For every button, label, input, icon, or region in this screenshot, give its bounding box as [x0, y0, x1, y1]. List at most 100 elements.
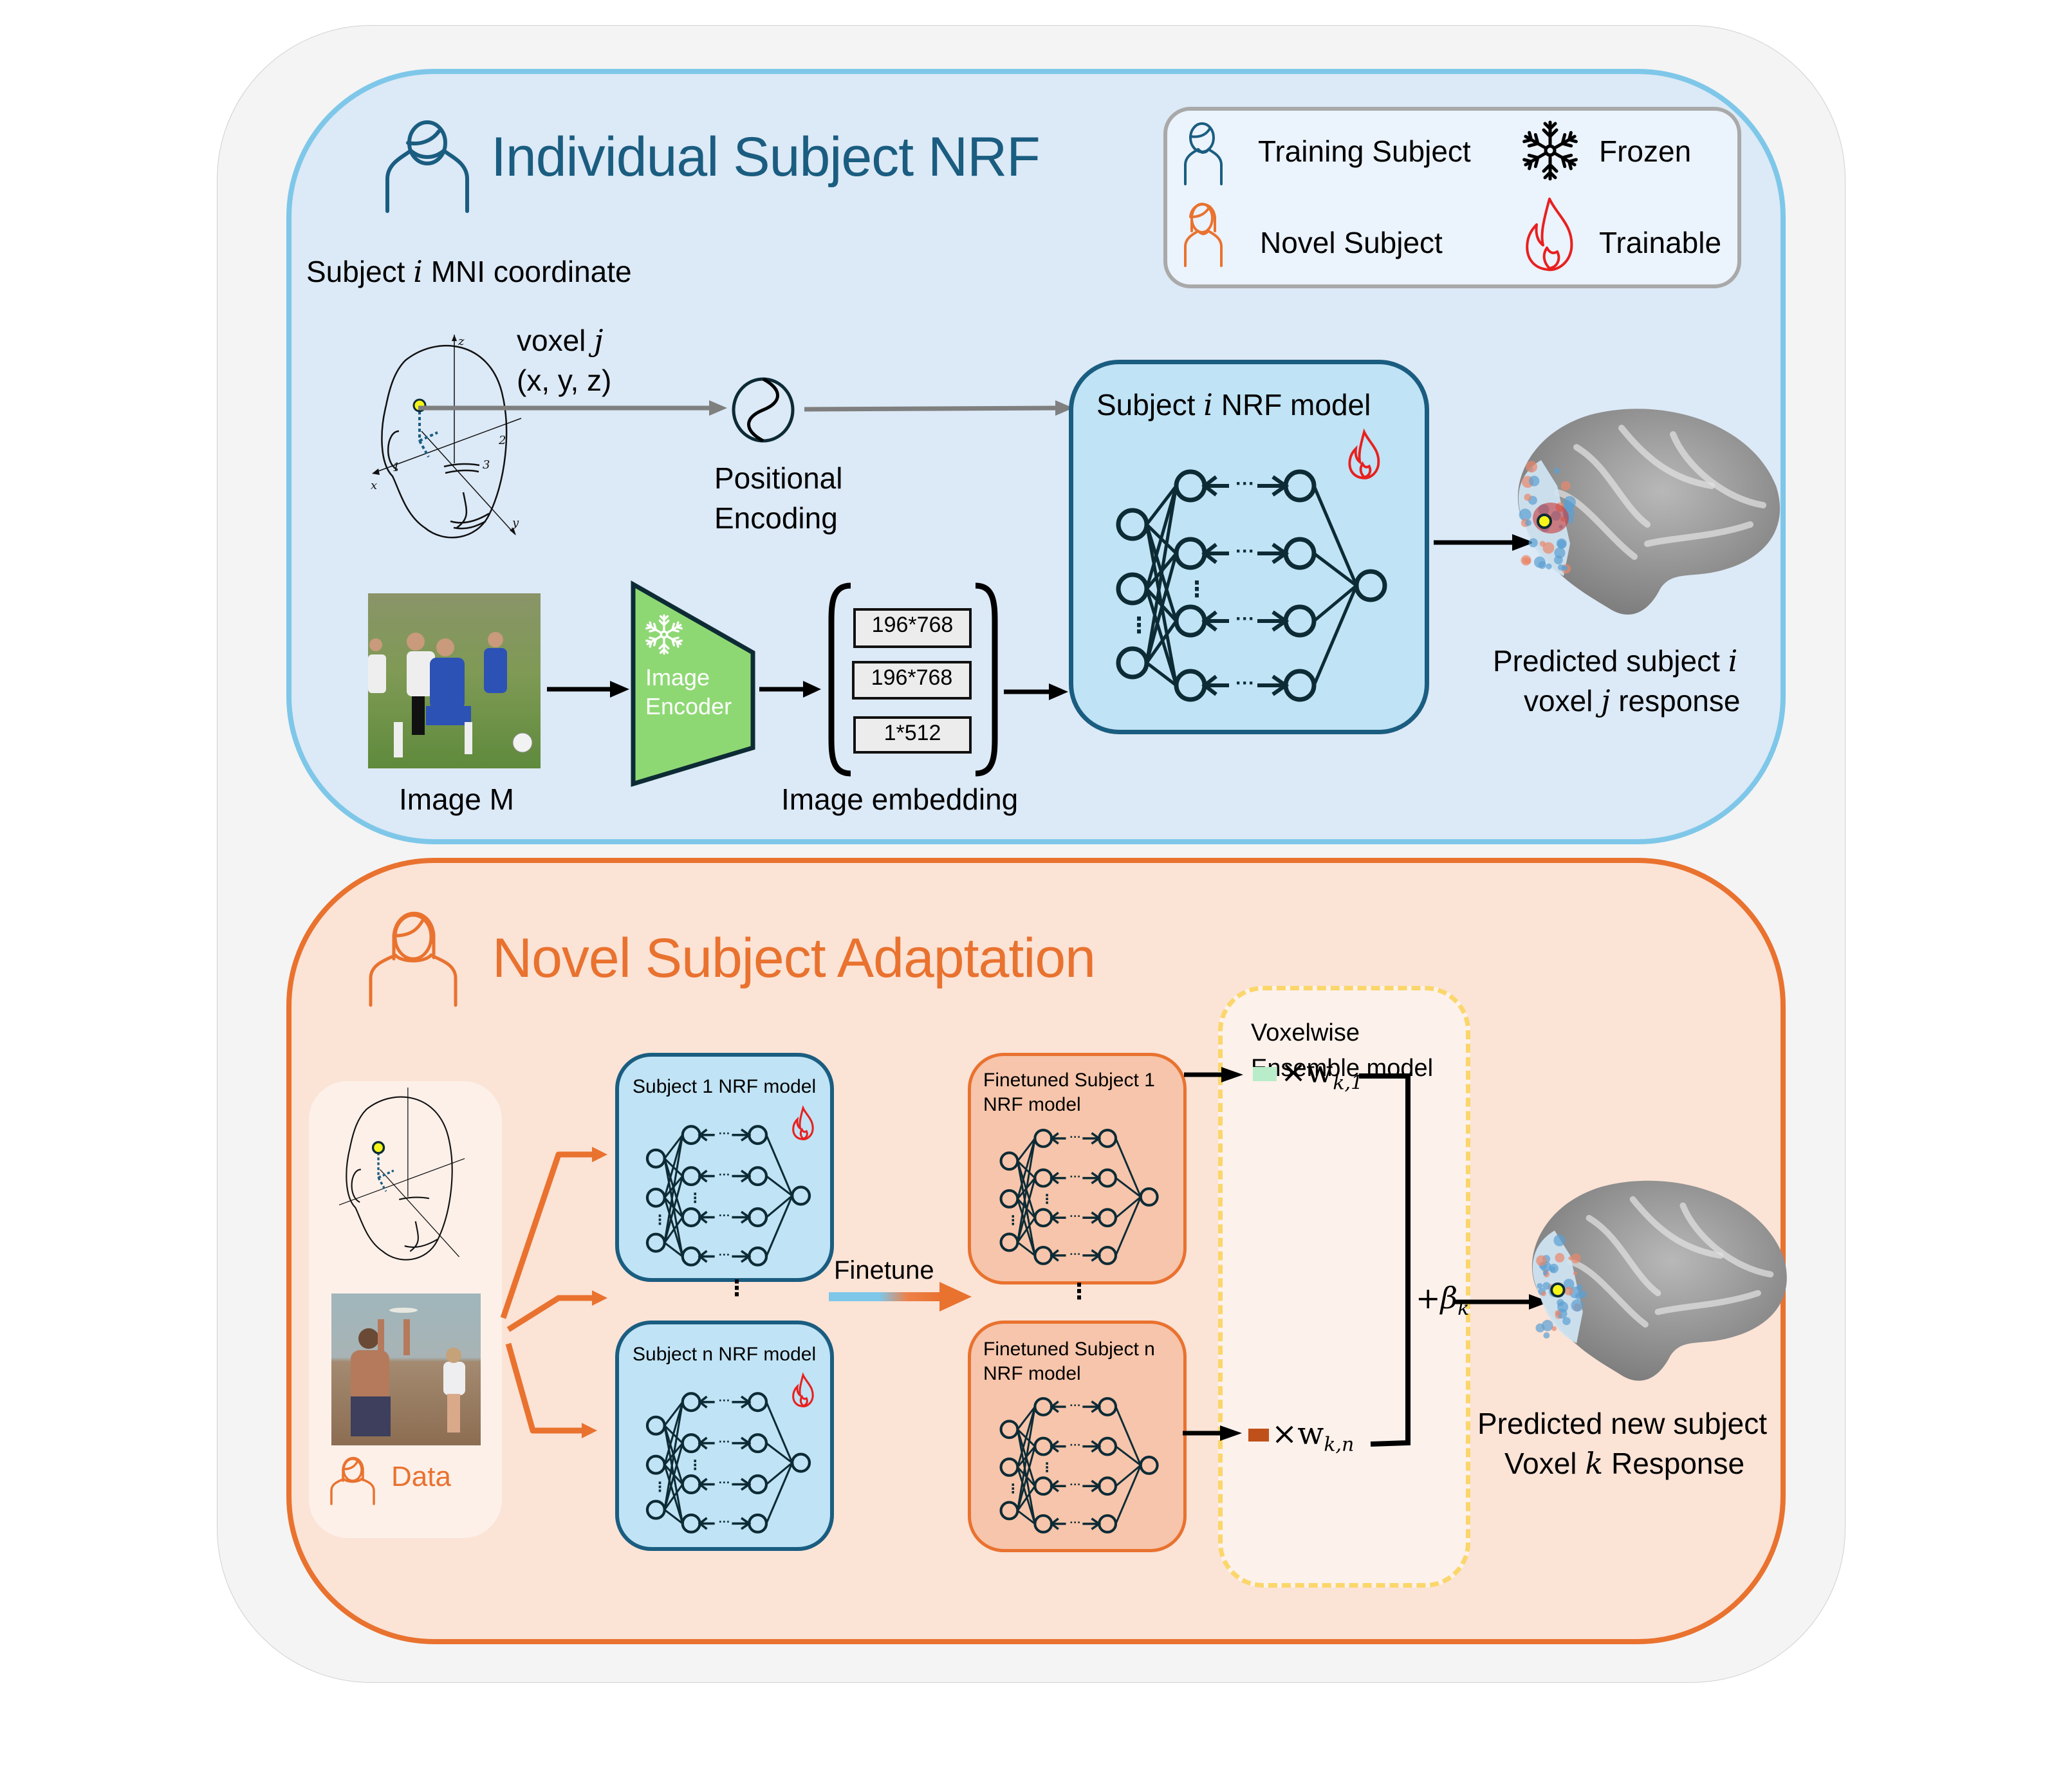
voxel-marker — [1551, 1284, 1564, 1296]
nn-ellipsis: ··· — [719, 1476, 730, 1489]
voxel-coords-label: (x, y, z) — [517, 362, 611, 400]
nn-node — [1099, 1398, 1116, 1415]
brain-activation-blob — [1561, 481, 1571, 491]
image-to-encoder-arrow — [547, 680, 631, 699]
nn-ellipsis: ··· — [1069, 1438, 1081, 1451]
neural-network-diagram: ············⋮⋮ — [1107, 460, 1403, 705]
nn-node — [1001, 1459, 1018, 1476]
nn-node — [1035, 1398, 1051, 1415]
subject-1-neural-network: ············⋮⋮ — [640, 1117, 820, 1271]
image-m-label: Image M — [399, 781, 514, 819]
image-m-photo — [368, 593, 541, 768]
weight-k-n-label: ×wk,n — [1272, 1416, 1354, 1456]
nn-node — [683, 1248, 700, 1265]
nn-vertical-ellipsis: ⋮ — [689, 1191, 702, 1205]
positional-encoding-label-line2: Encoding — [714, 499, 838, 538]
nn-node — [683, 1209, 700, 1226]
nn-ellipsis: ··· — [719, 1393, 730, 1407]
nn-node — [792, 1187, 809, 1205]
nn-node — [1176, 539, 1205, 568]
embedding-box-1: 196*768 — [853, 608, 972, 648]
encoder-to-embedding-arrow — [759, 680, 824, 699]
nn-ellipsis: ··· — [1235, 672, 1255, 694]
nn-node — [1099, 1438, 1116, 1455]
ensemble-sum-bracket — [1351, 1068, 1416, 1454]
positional-encoding-label-line1: Positional — [714, 459, 842, 498]
nn-vertical-ellipsis: ⋮ — [1128, 613, 1150, 638]
nn-node — [1176, 607, 1205, 635]
nn-ellipsis: ··· — [1069, 1170, 1081, 1183]
nn-node — [1099, 1478, 1116, 1494]
axis-z-label: z — [458, 335, 465, 348]
nn-ellipsis: ··· — [719, 1209, 730, 1222]
axis-y-label: y — [512, 516, 519, 530]
embedding-box-2: 196*768 — [852, 661, 972, 700]
data-novel-subject-icon — [329, 1453, 376, 1505]
weight-n-color-square — [1248, 1429, 1269, 1442]
nn-node — [1001, 1191, 1018, 1207]
nn-node — [1099, 1247, 1116, 1264]
positional-encoding-icon — [731, 376, 795, 443]
nn-node — [683, 1476, 700, 1493]
finetuned-subject-n-title: Finetuned Subject nNRF model — [983, 1337, 1155, 1386]
models-ellipsis: ⋮ — [726, 1284, 748, 1293]
brain-activation-blob — [1575, 1293, 1582, 1300]
nn-vertical-ellipsis: ⋮ — [1041, 1461, 1053, 1475]
brain-activation-blob — [1526, 461, 1537, 472]
nn-edge — [766, 1196, 792, 1256]
nn-ellipsis: ··· — [1069, 1478, 1081, 1491]
brain-activation-blob — [1525, 520, 1531, 526]
nn-vertical-ellipsis: ⋮ — [689, 1458, 702, 1472]
brain-activation-blob — [1524, 494, 1531, 501]
brain-surface-prediction — [1480, 396, 1789, 627]
brain-activation-blob — [1543, 1271, 1548, 1275]
voxel-j-label: voxel j — [517, 322, 603, 360]
novel-section-title: Novel Subject Adaptation — [492, 927, 1095, 990]
training-subject-icon — [382, 116, 472, 212]
finetuned-subject-1-title: Finetuned Subject 1NRF model — [983, 1068, 1155, 1117]
nn-node — [749, 1248, 766, 1265]
nn-ellipsis: ··· — [1069, 1398, 1081, 1411]
nn-node — [647, 1417, 665, 1434]
nn-vertical-ellipsis: ⋮ — [653, 1212, 667, 1227]
nn-node — [647, 1189, 665, 1207]
weight-k-1-label: ×wk,1 — [1281, 1054, 1363, 1095]
brain-activation-blob — [1577, 1284, 1583, 1291]
nn-node — [1001, 1234, 1018, 1250]
finetuned-subject-1-neural-network: ············⋮⋮ — [994, 1118, 1168, 1272]
nn-edge — [1116, 1197, 1141, 1256]
finetuned-subject-n-neural-network: ············⋮⋮ — [994, 1387, 1168, 1540]
nn-node — [749, 1515, 766, 1532]
weight-1-color-square — [1253, 1067, 1277, 1081]
nn-vertical-ellipsis: ⋮ — [1006, 1482, 1019, 1496]
nn-node — [647, 1234, 665, 1252]
brain-surface-new-subject — [1494, 1168, 1797, 1393]
nn-vertical-ellipsis: ⋮ — [1041, 1192, 1053, 1207]
data-label: Data — [391, 1461, 451, 1493]
legend-novel-subject-icon — [1183, 196, 1221, 267]
head-coordinate-diagram-small — [333, 1088, 481, 1268]
nn-node — [1141, 1189, 1158, 1205]
nn-node — [749, 1167, 766, 1185]
image-embedding-label: Image embedding — [781, 781, 1018, 819]
nn-node — [749, 1209, 766, 1226]
nn-node — [1286, 671, 1314, 700]
brain-activation-blob — [1557, 539, 1567, 549]
nn-node — [1035, 1170, 1051, 1187]
nn-node — [749, 1126, 766, 1144]
nn-node — [1099, 1209, 1116, 1226]
nn-node — [1118, 649, 1147, 677]
voxel-marker — [1538, 515, 1551, 528]
nn-node — [1099, 1130, 1116, 1147]
legend-trainable-label: Trainable — [1599, 224, 1721, 263]
brain-activation-blob — [1543, 1332, 1549, 1339]
point-2-label: 2 — [498, 434, 506, 447]
brain-activation-blob — [1564, 1287, 1573, 1295]
nn-node — [1286, 539, 1314, 568]
embedding-to-model-arrow — [1004, 682, 1071, 701]
brain-activation-blob — [1571, 1299, 1583, 1312]
finetune-arrow — [829, 1281, 977, 1313]
nn-node — [1099, 1516, 1116, 1532]
brain-activation-blob — [1522, 557, 1530, 564]
legend-snowflake-icon — [1522, 121, 1578, 180]
